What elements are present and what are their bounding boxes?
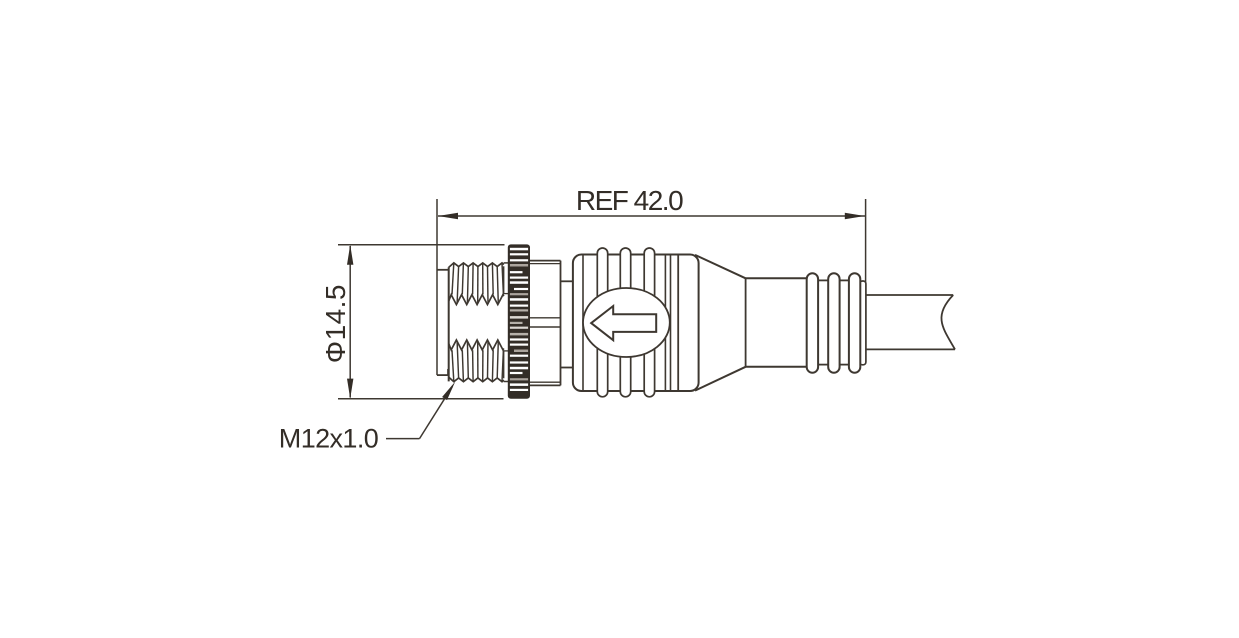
svg-text:REF 42.0: REF 42.0 <box>576 185 683 216</box>
svg-text:Φ14.5: Φ14.5 <box>320 284 351 363</box>
svg-text:M12x1.0: M12x1.0 <box>279 424 378 454</box>
